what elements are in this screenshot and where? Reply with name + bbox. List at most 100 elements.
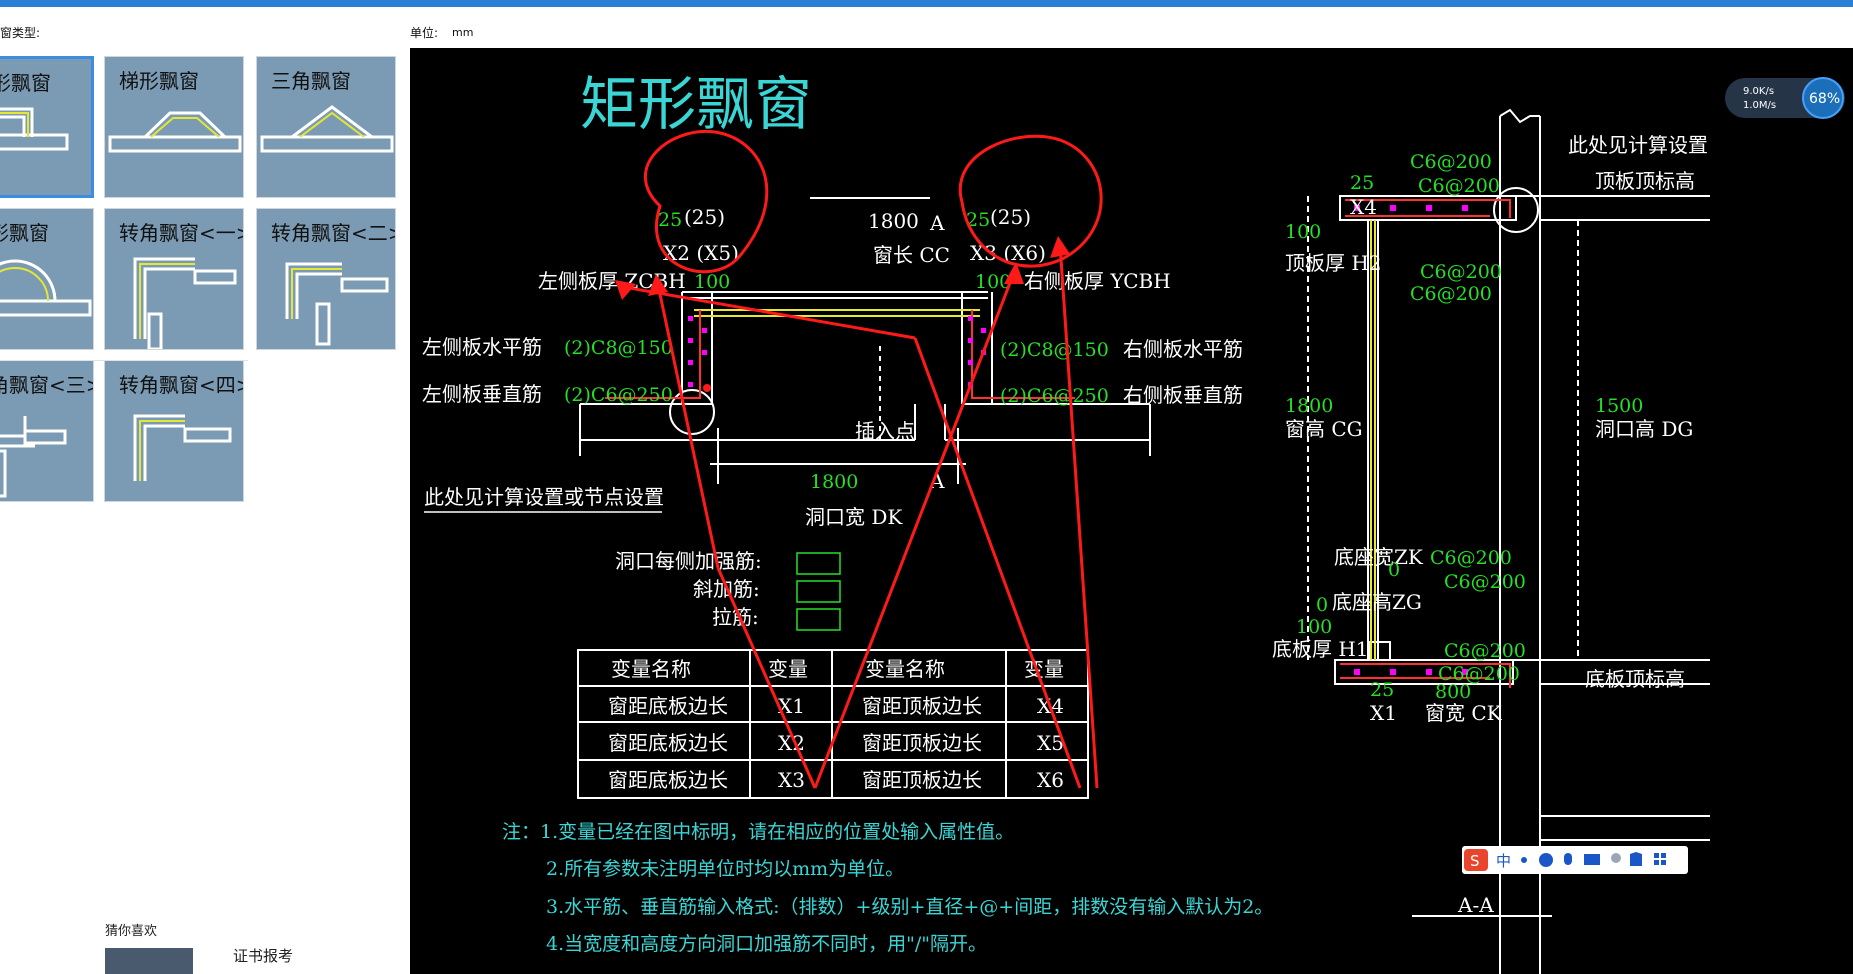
label-base-width: 底座宽ZK (1334, 545, 1424, 569)
recommend-thumbnail[interactable] (105, 948, 193, 974)
svg-text:S: S (1470, 852, 1480, 870)
tile-label: 转角飘窗<四> (119, 373, 244, 397)
sogou-logo-icon (1464, 849, 1488, 871)
label-right-vertical-rebar: 右侧板垂直筋 (1123, 383, 1243, 407)
tile-corner-bay-4[interactable]: 转角飘窗<四> (104, 360, 244, 502)
label-x2-x5: X2 (X5) (663, 241, 739, 265)
note-1: 注：1.变量已经在图中标明，请在相应的位置处输入属性值。 (502, 821, 1014, 843)
corner-bay-icon (133, 414, 232, 481)
tile-arc-bay[interactable]: 弧形飘窗 (0, 208, 94, 350)
note-3: 3.水平筋、垂直筋输入格式:（排数）+级别+直径+@+间距，排数没有输入默认为2… (546, 896, 1273, 918)
plan-view (579, 197, 1151, 484)
dim-1800-height: 1800 (1285, 395, 1333, 417)
rebar-c6-200: C6@200 (1444, 571, 1526, 593)
tile-corner-bay-2[interactable]: 转角飘窗<二> (256, 208, 396, 350)
table-header: 变量 (768, 657, 808, 681)
label-window-width: 窗宽 CK (1425, 701, 1503, 725)
dim-25-x4: 25 (1350, 172, 1374, 194)
ime-toolbar[interactable]: S 中 (1462, 846, 1688, 874)
corner-bay-icon (133, 257, 237, 349)
table-cell: 窗距顶板边长 (862, 731, 982, 755)
emoji-icon (1539, 853, 1553, 867)
value-left-horizontal-rebar[interactable]: (2)C8@150 (564, 337, 673, 359)
tile-label: 转角飘窗<三> (0, 373, 93, 397)
upload-speed: 9.0K/s (1743, 86, 1774, 97)
rebar-c6-200: C6@200 (1410, 283, 1492, 305)
rebar-c6-200: C6@200 (1438, 663, 1520, 685)
tile-label: 弧形飘窗 (0, 221, 49, 245)
label-opening-reinforce: 洞口每侧加强筋: (615, 549, 762, 573)
tile-triangle-bay[interactable]: 三角飘窗 (256, 56, 396, 198)
tile-label: 转角飘窗<一> (119, 221, 244, 245)
window-type-gallery: 矩形飘窗 梯形飘窗 三角飘窗 弧形飘窗 转角飘窗<一> 转角飘窗<二> 转角飘窗… (0, 48, 405, 974)
skin-icon (1630, 852, 1642, 866)
corner-bay-icon (285, 262, 389, 346)
input-tie-rebar[interactable] (796, 608, 841, 631)
trapezoid-bay-icon (108, 111, 242, 153)
dim-25p-left: (25) (684, 205, 725, 229)
label-right-thickness: 右侧板厚 YCBH (1024, 269, 1171, 293)
window-top-bar (0, 0, 1853, 7)
rebar-c6-200: C6@200 (1430, 547, 1512, 569)
dim-25-x1: 25 (1370, 679, 1394, 701)
table-cell: X3 (778, 768, 805, 792)
arc-bay-icon (0, 259, 92, 317)
rebar-c6-200: C6@200 (1420, 261, 1502, 283)
network-speed-widget[interactable]: 9.0K/s 1.0M/s 68% (1725, 74, 1845, 122)
dim-25p-right: (25) (990, 205, 1031, 229)
variable-table (577, 649, 1089, 799)
tile-rect-bay[interactable]: 矩形飘窗 (0, 56, 94, 198)
section-view (1307, 108, 1710, 974)
section-title-aa: A-A (1457, 893, 1494, 917)
label-opening-height: 洞口高 DG (1595, 417, 1693, 441)
note-4: 4.当宽度和高度方向洞口加强筋不同时，用"/"隔开。 (546, 933, 987, 955)
dim-1800-top: 1800 (868, 209, 919, 233)
toolbox-icon (1654, 853, 1659, 858)
red-annotations (617, 129, 1103, 789)
rebar-dots (688, 316, 986, 387)
section-mark-bottom: A (929, 469, 945, 493)
label-top-thickness: 顶板厚 H2 (1285, 251, 1382, 275)
tile-corner-bay-1[interactable]: 转角飘窗<一> (104, 208, 244, 350)
user-icon (1611, 853, 1621, 863)
label-opening-width: 洞口宽 DK (805, 505, 903, 529)
table-cell: 窗距底板边长 (608, 694, 728, 718)
note-calc-settings: 此处见计算设置或节点设置 (424, 485, 664, 509)
rect-bay-icon (0, 107, 69, 151)
section-mark-top: A (929, 211, 945, 235)
dim-25-left: 25 (658, 209, 682, 231)
rebar-c6-200: C6@200 (1410, 151, 1492, 173)
label-x4: X4 (1350, 195, 1377, 219)
value-right-vertical-rebar[interactable]: (2)C6@250 (1000, 385, 1109, 407)
tile-label: 三角飘窗 (271, 69, 351, 93)
input-opening-reinforce[interactable] (796, 552, 841, 575)
dim-zero: 0 (1316, 594, 1328, 616)
note-2: 2.所有参数未注明单位时均以mm为单位。 (546, 858, 904, 880)
table-cell: 窗距顶板边长 (862, 768, 982, 792)
rebar-c6-200: C6@200 (1444, 640, 1526, 662)
label-x1: X1 (1370, 701, 1397, 725)
value-left-vertical-rebar[interactable]: (2)C6@250 (564, 384, 673, 406)
tile-corner-bay-3[interactable]: 转角飘窗<三> (0, 360, 94, 502)
gallery-divider (0, 360, 248, 361)
download-speed: 1.0M/s (1743, 100, 1776, 111)
label-left-vertical-rebar: 左侧板垂直筋 (422, 382, 542, 406)
value-right-horizontal-rebar[interactable]: (2)C8@150 (1000, 339, 1109, 361)
ime-lang-indicator[interactable]: 中 (1496, 852, 1511, 870)
guess-you-like-label: 猜你喜欢 (105, 924, 158, 939)
dim-100-bottom: 100 (1296, 616, 1332, 638)
section-calc-note: 此处见计算设置 (1568, 133, 1708, 157)
punctuation-icon (1521, 857, 1527, 863)
table-header: 变量名称 (611, 657, 691, 681)
tile-trapezoid-bay[interactable]: 梯形飘窗 (104, 56, 244, 198)
microphone-icon (1564, 853, 1572, 865)
label-base-height: 底座高ZG (1332, 590, 1422, 614)
memory-percent: 68% (1809, 91, 1840, 107)
tile-label: 转角飘窗<二> (271, 221, 396, 245)
cad-drawing-canvas[interactable]: 矩形飘窗 25 (25) X2 (X5) 18 (410, 48, 1853, 974)
input-diagonal-rebar[interactable] (796, 580, 841, 603)
label-right-horizontal-rebar: 右侧板水平筋 (1123, 337, 1243, 361)
dim-1500: 1500 (1595, 395, 1643, 417)
cert-exam-link[interactable]: 证书报考 (233, 947, 294, 965)
dim-800: 800 (1435, 681, 1471, 703)
